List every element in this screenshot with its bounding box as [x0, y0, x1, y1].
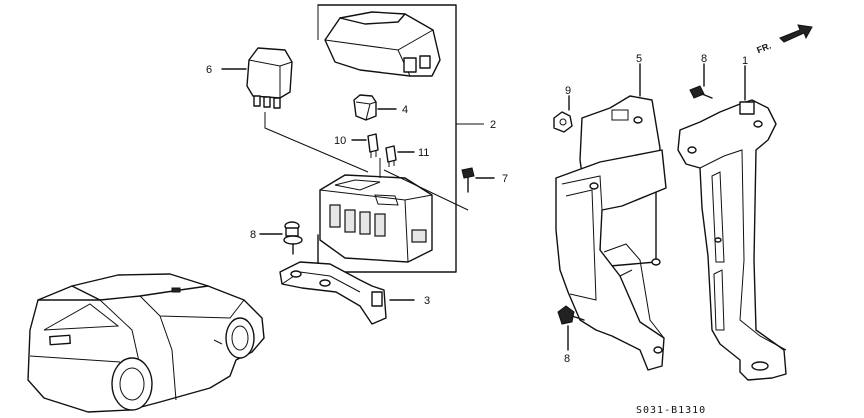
callout-11: 11 — [418, 147, 429, 159]
diagram-code: S031-B1310 — [636, 405, 706, 416]
large-relay — [221, 47, 293, 109]
leader-lines — [264, 112, 484, 211]
callout-4: 4 — [402, 104, 408, 116]
fuse-10 — [351, 133, 379, 158]
callout-9: 9 — [565, 85, 571, 97]
car-illustration — [27, 273, 265, 413]
bolt-7 — [461, 167, 495, 193]
callout-5: 5 — [636, 53, 642, 65]
callout-3: 3 — [424, 295, 430, 307]
relay-box-cover — [324, 11, 441, 77]
front-direction-arrow — [779, 24, 813, 43]
bolt-8-top — [689, 63, 713, 99]
bracket-3 — [279, 261, 415, 325]
fuse-relay-box-group-outline — [317, 4, 457, 273]
bolt-8-left — [259, 221, 303, 255]
callout-7: 7 — [502, 173, 508, 185]
callout-8-bottom: 8 — [564, 353, 570, 365]
fuse-11 — [385, 145, 415, 167]
callout-8-left: 8 — [250, 229, 256, 241]
callout-2: 2 — [490, 119, 496, 131]
callout-10: 10 — [334, 135, 346, 147]
callout-6: 6 — [206, 64, 212, 76]
callout-8-top: 8 — [701, 53, 707, 65]
fr-label: FR. — [755, 41, 772, 56]
stay-bracket-1 — [677, 65, 787, 381]
nut-9 — [553, 95, 573, 133]
callout-labels: 1 2 3 4 5 6 7 8 8 8 9 10 11 — [206, 53, 748, 365]
control-unit-bracket-5 — [555, 63, 667, 371]
callout-1: 1 — [742, 55, 748, 67]
bolt-8-bottom — [557, 305, 585, 351]
small-relay — [353, 94, 397, 121]
relay-box-body — [319, 174, 433, 263]
